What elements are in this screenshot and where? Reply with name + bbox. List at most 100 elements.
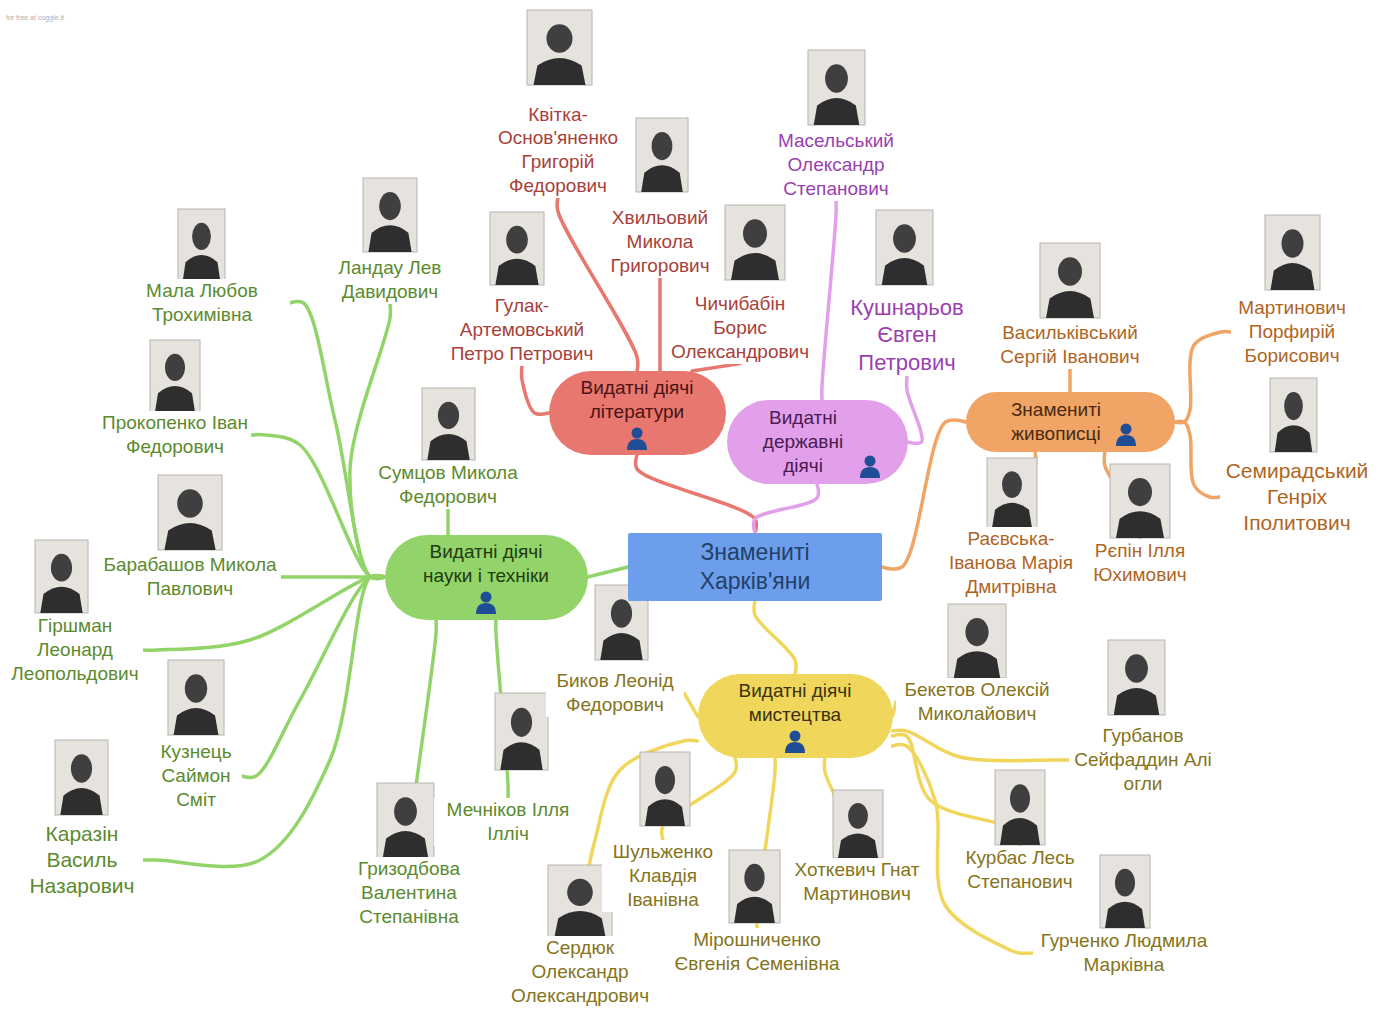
photo-frame — [495, 693, 548, 770]
portrait-photo — [1265, 215, 1320, 290]
photo-head — [51, 554, 72, 582]
leaf-topic: Масельський Олександр Степанович — [772, 129, 900, 200]
person-icon-body — [785, 742, 805, 753]
photo-shoulders — [554, 911, 605, 937]
topic-content: Видатні державні діячі — [753, 406, 881, 477]
photo-shoulders — [600, 633, 642, 660]
photo-frame — [725, 205, 785, 280]
portrait-photo — [640, 752, 690, 826]
photo-head — [611, 599, 632, 628]
person-name: Шульженко Клавдія Іванівна — [604, 840, 722, 911]
branch-connector — [143, 575, 385, 866]
person-name: Гурбанов Сейфаддин Алі огли — [1071, 724, 1215, 795]
branch-connector — [658, 278, 662, 371]
person-name: Кузнець Саймон Сміт — [152, 740, 240, 811]
topic-content: Знамениті Харків'яни — [675, 538, 835, 596]
portrait-photo — [1100, 855, 1150, 928]
topic-title: Знамениті Харків'яни — [675, 538, 835, 596]
portrait-photo — [729, 850, 780, 923]
branch-topic: Видатні державні діячі — [727, 400, 908, 484]
leaf-topic: Сумцов Микола Федорович — [374, 461, 522, 509]
leaf-topic: Мірошниченко Євгенія Семенівна — [668, 928, 846, 976]
photo-head — [177, 489, 203, 518]
person-name: Мірошниченко Євгенія Семенівна — [670, 928, 844, 976]
person-icon-body — [860, 467, 880, 478]
photo-frame — [55, 740, 108, 815]
topic-text-block: Знамениті живописці — [1004, 398, 1109, 446]
portrait-photo — [995, 770, 1045, 845]
topic-title: Видатні діячі літератури — [565, 376, 710, 424]
photo-shoulders — [500, 742, 542, 770]
photo-head — [547, 24, 573, 53]
branch-connector — [893, 730, 1070, 760]
photo-head — [567, 879, 593, 906]
portrait-photo — [1110, 464, 1170, 538]
leaf-topic: Ландау Лев Давидович — [315, 256, 465, 304]
topic-content: Видатні діячі науки і техніки — [411, 540, 561, 614]
photo-frame — [150, 340, 200, 412]
leaf-topic: Гризодбова Валентина Степанівна — [348, 857, 470, 928]
person-name: Чичибабін Борис Олександрович — [668, 292, 812, 363]
photo-head — [743, 219, 767, 248]
topic-content: Видатні діячі літератури — [565, 376, 710, 450]
branch-connector — [446, 509, 450, 535]
person-name: Масельський Олександр Степанович — [774, 129, 898, 200]
photo-frame — [158, 475, 222, 550]
person-icon-head — [481, 591, 492, 602]
photo-frame — [876, 210, 933, 285]
photo-frame — [729, 850, 780, 923]
leaf-topic: Кузнець Саймон Сміт — [150, 740, 242, 811]
person-icon — [859, 454, 881, 478]
branch-connector — [1175, 421, 1220, 497]
photo-head — [652, 132, 673, 160]
photo-shoulders — [882, 258, 928, 285]
topic-title: Видатні діячі науки і техніки — [411, 540, 561, 588]
photo-shoulders — [383, 831, 429, 858]
photo-head — [1002, 471, 1022, 498]
person-name: Прокопенко Іван Федорович — [101, 411, 249, 459]
portrait-photo — [1108, 640, 1165, 715]
photo-head — [655, 766, 675, 794]
central-topic: Знамениті Харків'яни — [628, 533, 882, 601]
leaf-topic: Рєпін Ілля Юхимович — [1086, 539, 1194, 587]
photo-frame — [1100, 855, 1150, 928]
photo-frame — [1040, 243, 1100, 318]
leaf-topic: Кушнарьов Євген Петрович — [841, 294, 974, 377]
photo-shoulders — [838, 834, 878, 858]
branch-connector — [754, 484, 819, 533]
photo-frame — [808, 50, 865, 125]
person-name: Барабашов Микола Павлович — [101, 553, 279, 601]
leaf-topic: Гурченко Людмила Марківна — [1033, 929, 1215, 977]
branch-connector — [290, 302, 385, 579]
photo-head — [1115, 869, 1135, 897]
person-name: Кушнарьов Євген Петрович — [843, 294, 972, 377]
photo-shoulders — [1114, 688, 1160, 715]
photo-shoulders — [427, 434, 469, 460]
leaf-topic: Шульженко Клавдія Іванівна — [602, 840, 724, 911]
branch-connector — [692, 364, 740, 371]
photo-frame — [833, 790, 883, 858]
portrait-photo — [490, 212, 544, 285]
photo-shoulders — [645, 799, 685, 826]
photo-head — [1128, 478, 1152, 506]
photo-head — [394, 797, 417, 826]
branch-connector — [242, 576, 385, 778]
photo-frame — [948, 604, 1006, 678]
topic-text-block: Знамениті Харків'яни — [675, 538, 835, 596]
person-icon-body — [627, 439, 647, 450]
photo-frame — [422, 388, 475, 460]
person-name: Сердюк Олександр Олександрович — [508, 936, 652, 1007]
photo-frame — [1110, 464, 1170, 538]
portrait-photo — [158, 475, 222, 550]
person-name: Квітка-Основ'яненко Григорій Федорович — [491, 103, 625, 198]
person-icon-head — [865, 455, 876, 466]
portrait-photo — [422, 388, 475, 460]
portrait-photo — [636, 118, 688, 192]
photo-head — [848, 803, 868, 829]
photo-shoulders — [495, 259, 538, 285]
person-icon — [1115, 422, 1137, 446]
person-icon — [475, 590, 497, 614]
person-icon-head — [1120, 423, 1131, 434]
person-icon-body — [1116, 435, 1136, 446]
photo-shoulders — [40, 587, 82, 613]
